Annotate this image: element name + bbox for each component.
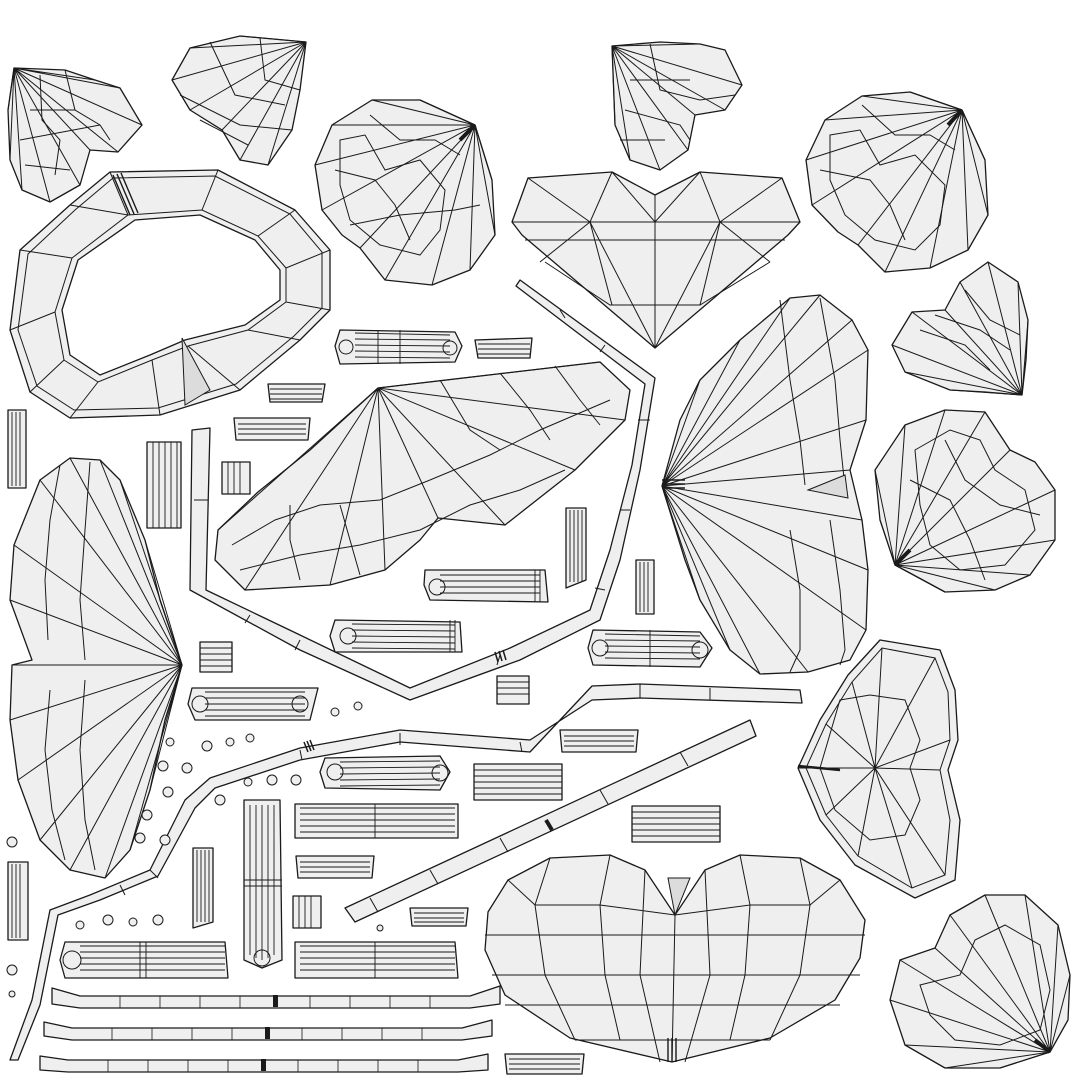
uv-cylinder-1 <box>334 329 463 365</box>
uv-strip-bottom-3 <box>39 1053 489 1073</box>
uv-island-wing-center <box>214 361 631 591</box>
uv-strip-bottom-2 <box>43 1019 493 1041</box>
uv-cylinder-2 <box>329 619 463 653</box>
uv-island-wing-left <box>9 457 183 879</box>
uv-island-heart-fan-1 <box>314 99 496 286</box>
uv-cap-dots <box>6 701 384 998</box>
uv-island-heart-gem-top <box>511 171 801 349</box>
uv-cylinder-6 <box>319 755 451 791</box>
uv-cylinder-8 <box>294 941 459 979</box>
uv-island-small-heart-1 <box>7 67 143 203</box>
uv-island-small-heart-2 <box>171 35 307 166</box>
uv-island-small-heart-3 <box>611 41 743 171</box>
uv-island-heart-fan-3 <box>874 409 1056 593</box>
uv-strip-diagonal-right <box>344 719 757 923</box>
uv-strip-diagonal-upper <box>189 279 656 701</box>
uv-cylinder-7 <box>59 941 229 979</box>
uv-island-heart-outline-right <box>797 639 961 899</box>
uv-cylinder-9 <box>294 803 459 839</box>
uv-cylinder-vertical <box>243 799 283 969</box>
uv-cylinder-5 <box>187 687 319 721</box>
uv-patch-group <box>7 337 721 1075</box>
uv-island-heart-frame <box>9 169 331 419</box>
uv-cylinder-3 <box>423 569 549 603</box>
uv-island-wing-right <box>661 294 869 675</box>
uv-cylinder-4 <box>587 629 713 668</box>
uv-strip-diagonal-lower <box>9 683 803 1061</box>
uv-island-heart-fan-4 <box>889 894 1071 1069</box>
uv-island-small-heart-4 <box>891 261 1029 396</box>
uv-strip-bottom-1 <box>51 985 501 1009</box>
uv-island-heart-gem-bottom <box>484 854 866 1063</box>
uv-island-heart-fan-2 <box>805 91 989 273</box>
